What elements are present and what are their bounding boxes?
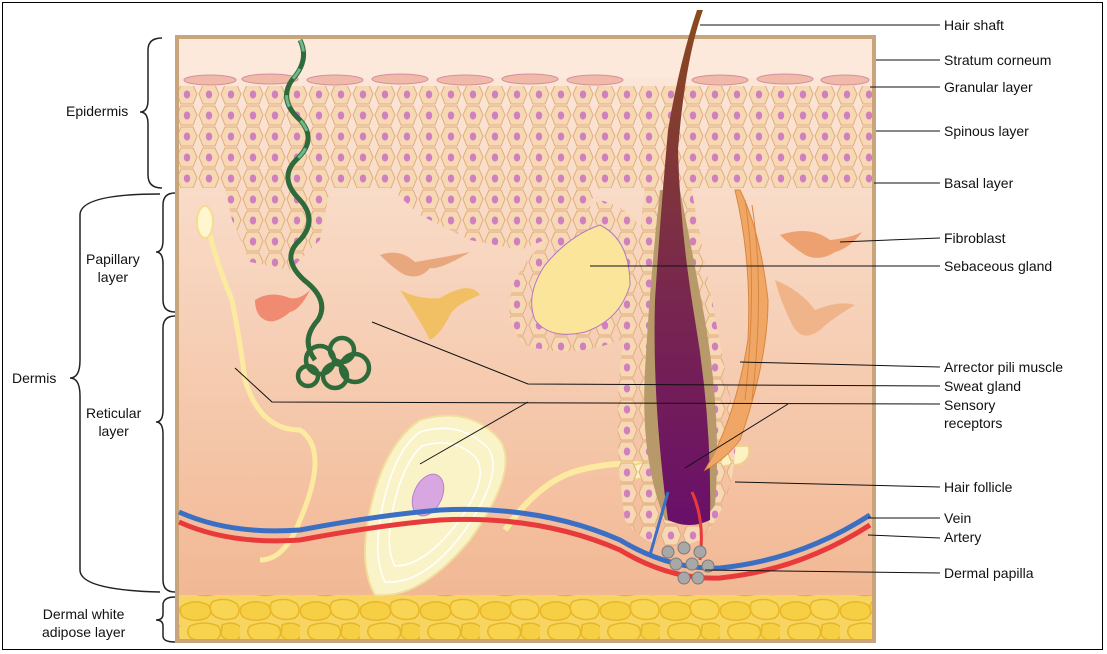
label-spinous-layer: Spinous layer bbox=[944, 122, 1029, 140]
label-papillary: Papillary layer bbox=[86, 250, 140, 286]
label-dermal-papilla: Dermal papilla bbox=[944, 564, 1033, 582]
label-reticular-line2: layer bbox=[86, 422, 141, 440]
label-reticular-line1: Reticular bbox=[86, 404, 141, 422]
label-adipose-line1: Dermal white bbox=[42, 605, 125, 623]
label-sensory-line2: receptors bbox=[944, 414, 1002, 432]
label-reticular: Reticular layer bbox=[86, 404, 141, 440]
label-sweat-gland: Sweat gland bbox=[944, 377, 1021, 395]
label-stratum-corneum: Stratum corneum bbox=[944, 51, 1051, 69]
epidermis-brace bbox=[140, 38, 162, 188]
label-fibroblast: Fibroblast bbox=[944, 229, 1005, 247]
label-arrector-pili: Arrector pili muscle bbox=[944, 358, 1063, 376]
label-hair-follicle: Hair follicle bbox=[944, 478, 1012, 496]
label-papillary-line2: layer bbox=[86, 268, 140, 286]
label-sensory-line1: Sensory bbox=[944, 396, 1002, 414]
label-artery: Artery bbox=[944, 528, 981, 546]
label-sebaceous-gland: Sebaceous gland bbox=[944, 257, 1052, 275]
papillary-brace bbox=[156, 193, 175, 312]
adipose-brace bbox=[156, 597, 175, 642]
epidermis-cells bbox=[179, 86, 872, 188]
label-adipose: Dermal white adipose layer bbox=[42, 605, 125, 641]
label-hair-shaft: Hair shaft bbox=[944, 16, 1004, 34]
label-sensory-receptors: Sensory receptors bbox=[944, 396, 1002, 432]
label-vein: Vein bbox=[944, 509, 971, 527]
label-basal-layer: Basal layer bbox=[944, 174, 1013, 192]
left-braces bbox=[70, 38, 175, 642]
label-granular-layer: Granular layer bbox=[944, 78, 1033, 96]
label-papillary-line1: Papillary bbox=[86, 250, 140, 268]
stratum-corneum-band bbox=[179, 38, 872, 78]
label-adipose-line2: adipose layer bbox=[42, 623, 125, 641]
adipose-layer bbox=[179, 595, 872, 641]
label-epidermis: Epidermis bbox=[66, 102, 128, 120]
label-dermis: Dermis bbox=[12, 369, 56, 387]
free-nerve-ending bbox=[197, 206, 213, 238]
reticular-brace bbox=[156, 316, 175, 592]
